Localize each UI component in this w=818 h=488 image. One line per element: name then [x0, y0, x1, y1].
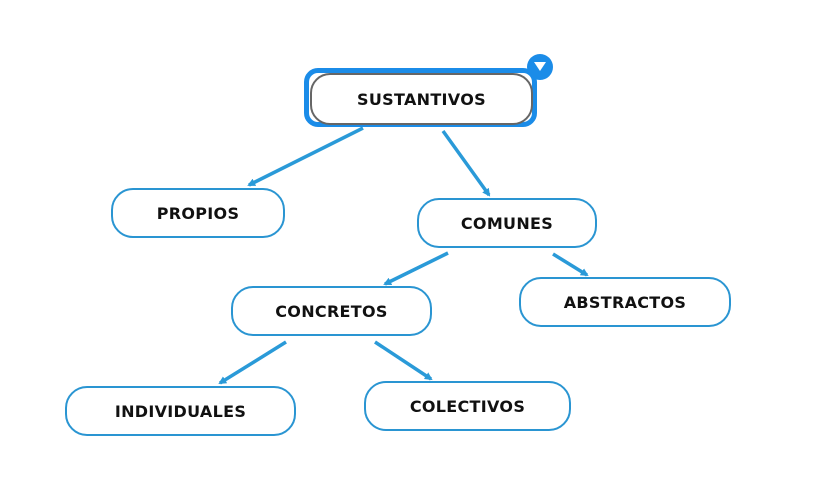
node-sustantivos[interactable]: SUSTANTIVOS [310, 73, 533, 125]
edge-comunes-abstractos[interactable] [552, 252, 589, 277]
node-concretos[interactable]: CONCRETOS [231, 286, 432, 336]
edge-concretos-colectivos[interactable] [374, 340, 433, 381]
node-menu-button[interactable] [527, 54, 553, 80]
node-label: CONCRETOS [275, 301, 388, 321]
edge-sustantivos-comunes[interactable] [441, 129, 491, 197]
node-propios[interactable]: PROPIOS [111, 188, 285, 238]
node-individuales[interactable]: INDIVIDUALES [65, 386, 296, 436]
node-label: COMUNES [460, 213, 554, 233]
node-label: ABSTRACTOS [563, 292, 687, 312]
node-abstractos[interactable]: ABSTRACTOS [519, 277, 731, 327]
node-label: PROPIOS [156, 203, 240, 223]
caret-down-icon [534, 62, 546, 71]
node-label: INDIVIDUALES [114, 401, 247, 421]
node-label: SUSTANTIVOS [357, 89, 486, 109]
edge-comunes-concretos[interactable] [383, 251, 449, 286]
node-colectivos[interactable]: COLECTIVOS [364, 381, 571, 431]
edge-sustantivos-propios[interactable] [247, 126, 364, 187]
node-comunes[interactable]: COMUNES [417, 198, 597, 248]
edge-concretos-individuales[interactable] [218, 340, 287, 385]
node-label: COLECTIVOS [409, 396, 526, 416]
